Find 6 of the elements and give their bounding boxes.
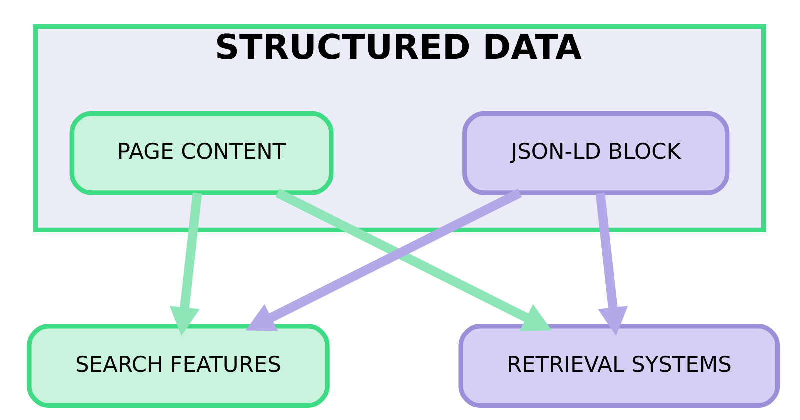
arrow — [169, 192, 202, 336]
node-box: PAGE CONTENT — [69, 111, 334, 196]
node-box: SEARCH FEATURES — [26, 324, 330, 408]
node-box: RETRIEVAL SYSTEMS — [458, 324, 780, 408]
arrow — [595, 192, 628, 336]
node-box: JSON-LD BLOCK — [462, 111, 730, 196]
